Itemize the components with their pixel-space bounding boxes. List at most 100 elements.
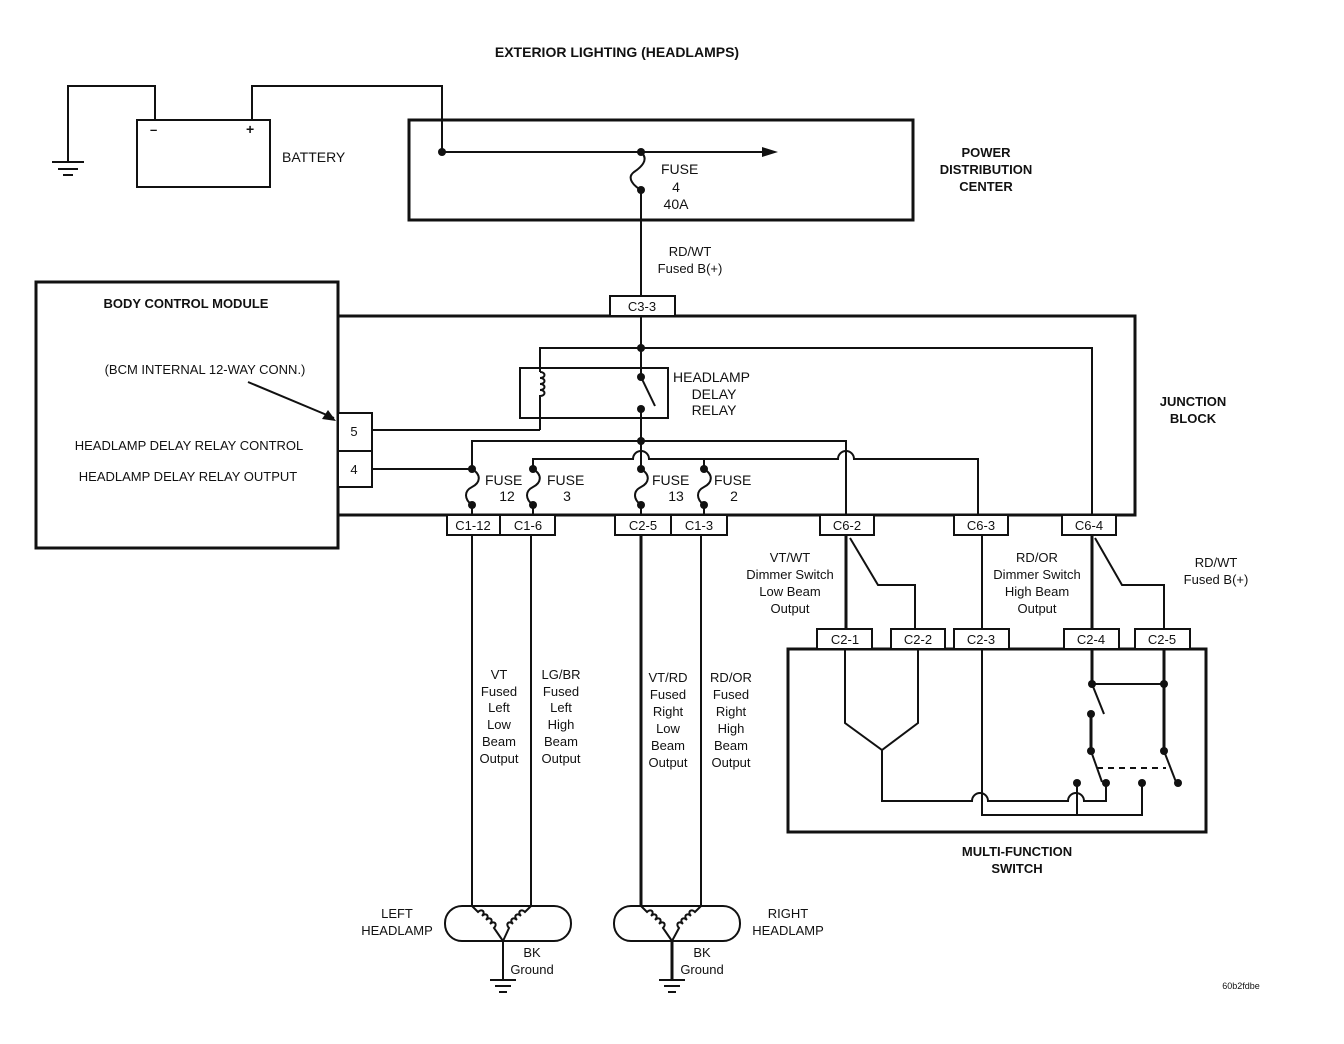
- junction-block-label: JUNCTION BLOCK: [1160, 394, 1226, 426]
- connector-c2-1: C2-1: [816, 628, 873, 650]
- svg-text:HEADLAMP: HEADLAMP: [752, 923, 824, 938]
- svg-text:CENTER: CENTER: [959, 179, 1013, 194]
- svg-text:4: 4: [350, 462, 357, 477]
- mfs-label: MULTI-FUNCTION SWITCH: [962, 844, 1072, 876]
- connector-c1-6: C1-6: [499, 514, 556, 536]
- svg-text:5: 5: [350, 424, 357, 439]
- bus-arrow-icon: [762, 147, 778, 157]
- switch-wire-label-low-beam: VT/WT Dimmer Switch Low Beam Output: [746, 550, 833, 616]
- svg-text:2: 2: [730, 488, 738, 504]
- svg-text:3: 3: [563, 488, 571, 504]
- battery-positive-terminal: +: [246, 121, 254, 137]
- svg-text:Dimmer Switch: Dimmer Switch: [746, 567, 833, 582]
- fuse-3-icon: [526, 468, 541, 506]
- svg-text:13: 13: [668, 488, 684, 504]
- svg-text:Low: Low: [656, 721, 680, 736]
- junction-block-outline: [338, 314, 1137, 517]
- svg-text:Low: Low: [487, 717, 511, 732]
- ground-symbol-icon: [52, 161, 84, 176]
- svg-text:HEADLAMP: HEADLAMP: [361, 923, 433, 938]
- connector-c6-4: C6-4: [1061, 514, 1117, 536]
- right-headlamp: RIGHT HEADLAMP: [613, 905, 824, 942]
- svg-text:Fused B(+): Fused B(+): [1184, 572, 1249, 587]
- svg-text:Output: Output: [479, 751, 518, 766]
- bcm-pin-4: [337, 450, 373, 488]
- battery-ground-wire: [67, 85, 156, 162]
- diagram-title: EXTERIOR LIGHTING (HEADLAMPS): [495, 44, 739, 60]
- svg-text:RIGHT: RIGHT: [768, 906, 809, 921]
- svg-text:Low Beam: Low Beam: [759, 584, 820, 599]
- fuse-3: FUSE 3: [526, 468, 584, 509]
- svg-text:RD/OR: RD/OR: [1016, 550, 1058, 565]
- svg-text:C2-5: C2-5: [1148, 632, 1176, 647]
- left-ground-wire-color: BK: [523, 945, 541, 960]
- svg-text:C1-6: C1-6: [514, 518, 542, 533]
- svg-text:Fused: Fused: [543, 684, 579, 699]
- power-distribution-center-box: [407, 118, 915, 222]
- battery-body: [136, 119, 271, 188]
- connector-c1-3: C1-3: [670, 514, 728, 536]
- svg-text:C2-5: C2-5: [629, 518, 657, 533]
- switch-wire-label-fused-b-plus: RD/WT Fused B(+): [1184, 555, 1249, 587]
- relay-label-line-3: RELAY: [692, 402, 738, 418]
- svg-text:C1-12: C1-12: [455, 518, 490, 533]
- body-control-module-box: [34, 280, 340, 550]
- svg-text:RD/WT: RD/WT: [1195, 555, 1238, 570]
- relay-contact-icon: [640, 376, 656, 407]
- svg-text:FUSE: FUSE: [714, 472, 751, 488]
- fuse-12-icon: [465, 468, 480, 506]
- svg-text:FUSE: FUSE: [652, 472, 689, 488]
- c6-2-to-c2-2-wire: [849, 537, 916, 629]
- svg-text:C2-1: C2-1: [831, 632, 859, 647]
- svg-text:C2-3: C2-3: [967, 632, 995, 647]
- battery-label: BATTERY: [282, 149, 346, 165]
- svg-text:Fused: Fused: [713, 687, 749, 702]
- connector-c2-2: C2-2: [890, 628, 946, 650]
- wire-label-left-high: LG/BR Fused Left High Beam Output: [541, 667, 580, 766]
- relay-output-bus: [471, 440, 847, 515]
- svg-text:VT/WT: VT/WT: [770, 550, 810, 565]
- right-ground-wire-color: BK: [693, 945, 711, 960]
- svg-text:Right: Right: [716, 704, 747, 719]
- svg-text:Left: Left: [550, 700, 572, 715]
- fuse-2-icon: [697, 468, 712, 506]
- relay-coil-icon: [539, 371, 546, 430]
- bcm-title: BODY CONTROL MODULE: [104, 296, 269, 311]
- svg-text:POWER: POWER: [961, 145, 1011, 160]
- multi-function-switch-box: [786, 647, 1208, 834]
- left-ground-symbol-icon: [490, 979, 516, 993]
- left-high-filament-icon: [502, 905, 532, 942]
- svg-text:Fused: Fused: [481, 684, 517, 699]
- svg-text:Output: Output: [541, 751, 580, 766]
- connector-c6-2: C6-2: [819, 514, 875, 536]
- pdc-label: POWER DISTRIBUTION CENTER: [940, 145, 1032, 194]
- svg-text:Beam: Beam: [544, 734, 578, 749]
- svg-text:LG/BR: LG/BR: [541, 667, 580, 682]
- connector-c2-3: C2-3: [953, 628, 1010, 650]
- connector-c6-3: C6-3: [953, 514, 1009, 536]
- low-beam-merge: [844, 649, 919, 752]
- callout-arrow-icon: [322, 410, 336, 421]
- svg-text:FUSE: FUSE: [547, 472, 584, 488]
- svg-text:C6-4: C6-4: [1075, 518, 1103, 533]
- bcm-pin-5: [337, 412, 373, 452]
- left-ground-label: Ground: [510, 962, 553, 977]
- svg-text:JUNCTION: JUNCTION: [1160, 394, 1226, 409]
- svg-text:C3-3: C3-3: [628, 299, 656, 314]
- connector-c1-12: C1-12: [446, 514, 501, 536]
- svg-text:High: High: [718, 721, 745, 736]
- svg-text:SWITCH: SWITCH: [991, 861, 1042, 876]
- left-low-filament-icon: [471, 905, 504, 942]
- fuse-2: FUSE 2: [697, 465, 751, 509]
- svg-text:Beam: Beam: [714, 738, 748, 753]
- right-high-filament-icon: [671, 905, 702, 942]
- dimmer-switch-contact-low-icon: [1090, 750, 1103, 783]
- left-headlamp-housing: [444, 905, 572, 942]
- svg-text:MULTI-FUNCTION: MULTI-FUNCTION: [962, 844, 1072, 859]
- fuse-13: FUSE 13: [634, 465, 689, 509]
- relay-label-line-1: HEADLAMP: [673, 369, 750, 385]
- svg-text:RD/OR: RD/OR: [710, 670, 752, 685]
- right-low-filament-icon: [640, 905, 673, 942]
- switch-wire-label-high-beam: RD/OR Dimmer Switch High Beam Output: [993, 550, 1080, 616]
